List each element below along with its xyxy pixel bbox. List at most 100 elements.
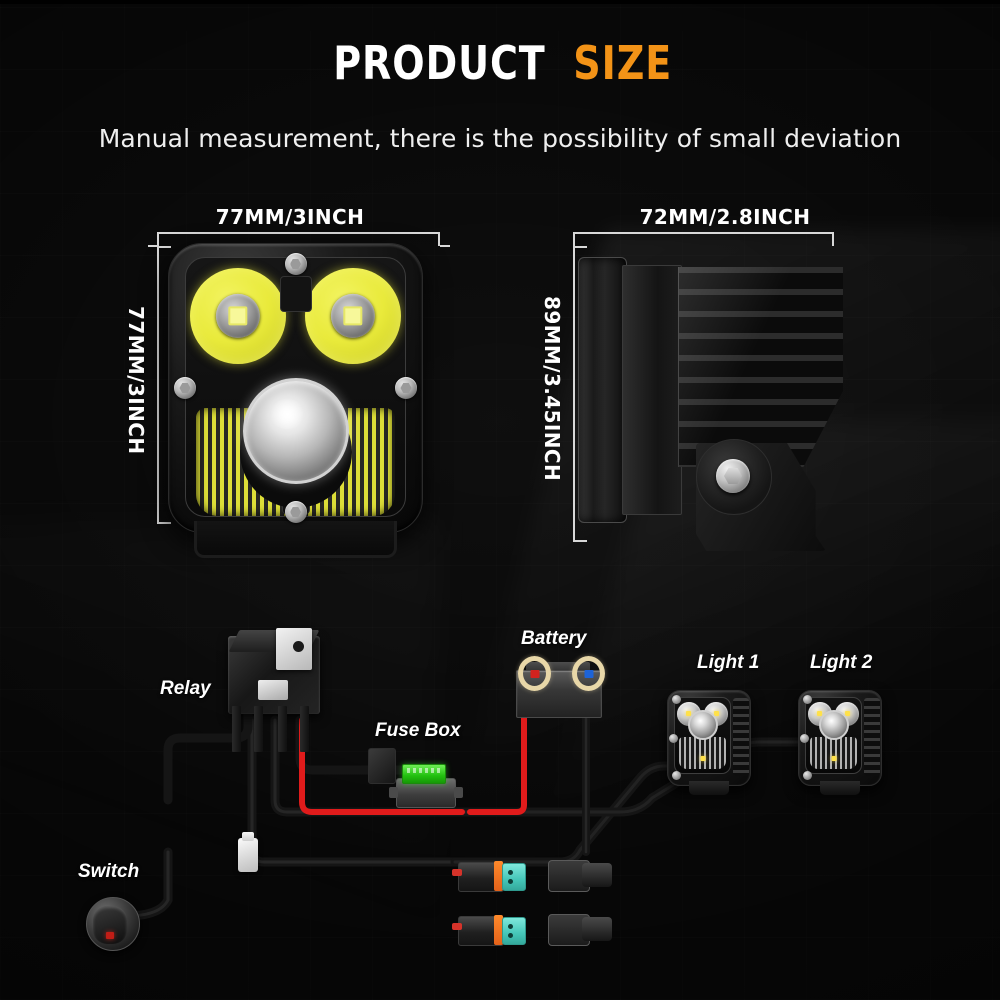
light2-chip-right [845, 711, 850, 716]
mount-bolt-right [395, 377, 417, 399]
light1-heatsink [733, 698, 749, 776]
light-unit-2 [798, 690, 882, 795]
light2-chip-left [817, 711, 822, 716]
light2-bolt-tl [803, 695, 812, 704]
dt-pin-hole-1b [508, 879, 513, 884]
light1-chip-right [714, 711, 719, 716]
dt-teal-seal-2 [502, 917, 526, 945]
dt-connector-female-2 [548, 914, 612, 946]
dt-wedge-lock-1 [494, 861, 503, 891]
terminal-positive-marker [530, 669, 539, 678]
led-center-tab-top [279, 276, 312, 312]
bracket-front-top-line [157, 232, 440, 234]
battery-component [510, 656, 606, 718]
bracket-front-top-left-ext [148, 245, 158, 247]
bracket-side-top-right-tick [832, 232, 834, 246]
dimension-front-height-label: 77MM/3INCH [124, 306, 148, 455]
switch-rocker [93, 906, 127, 944]
led-side-lens-face [578, 257, 627, 523]
bracket-front-top-left-tick [157, 232, 159, 246]
relay-component [228, 628, 336, 752]
ring-terminal-positive [518, 656, 551, 691]
light2-heatsink [864, 698, 880, 776]
relay-mount-tab [276, 628, 312, 670]
bracket-side-top-left-tick [573, 232, 575, 246]
dimension-side-height-label: 89MM/3.45INCH [540, 296, 564, 482]
bracket-front-top-right-ext [440, 245, 450, 247]
light1-bolt-bl [672, 771, 681, 780]
bracket-front-left-bot-tick [157, 522, 171, 524]
page-subtitle: Manual measurement, there is the possibi… [98, 124, 902, 153]
label-fuse-box: Fuse Box [375, 720, 461, 741]
relay-pin-4 [300, 706, 309, 752]
light1-bolt-tl [672, 695, 681, 704]
light1-mount-foot [689, 781, 729, 795]
light2-bolt-bl [803, 771, 812, 780]
light2-face [805, 697, 862, 774]
led-front-face [185, 257, 406, 517]
title-product: PRODUCT [333, 36, 546, 90]
led-chip-left [228, 306, 248, 326]
dt-female-backshell-2 [582, 917, 612, 941]
mount-bolt-left [174, 377, 196, 399]
led-light-side-view [578, 243, 846, 551]
relay-pin-3 [278, 706, 287, 752]
dimension-side-width-label: 72MM/2.8INCH [639, 205, 811, 229]
label-light-2: Light 2 [810, 652, 873, 673]
ring-terminal-negative [572, 656, 605, 691]
light2-projector [818, 710, 849, 740]
bracket-side-left-line [573, 246, 575, 542]
mount-bolt-top [284, 253, 307, 275]
light-unit-1 [667, 690, 751, 795]
light2-grill [810, 737, 857, 769]
fuse-box-cover-flap [368, 748, 396, 784]
dt-connector-female-1 [548, 860, 612, 892]
top-rule [0, 0, 1000, 4]
led-light-front-view [168, 243, 423, 558]
relay-pin-2 [254, 706, 263, 752]
light1-face [674, 697, 731, 774]
light1-chip-left [686, 711, 691, 716]
fuse-box-component [368, 748, 464, 810]
dt-teal-seal-1 [502, 863, 526, 891]
led-projector-lens [242, 378, 349, 484]
led-side-heatsink-fins [678, 267, 843, 467]
relay-terminal-tab [258, 680, 288, 700]
bracket-side-left-top-tick [573, 246, 587, 248]
dt-female-backshell-1 [582, 863, 612, 887]
bracket-side-left-bot-tick [573, 540, 587, 542]
led-chip-right [343, 306, 363, 326]
label-light-1: Light 1 [697, 652, 760, 673]
label-relay: Relay [160, 678, 211, 699]
light1-grill [679, 737, 726, 769]
dt-wedge-lock-2 [494, 915, 503, 945]
led-side-mount-bolt [716, 459, 750, 493]
white-inline-connector [238, 832, 258, 872]
terminal-negative-marker [584, 669, 593, 678]
light1-projector [687, 710, 718, 740]
switch-indicator-led [106, 932, 114, 939]
dt-connector-male-1 [452, 861, 526, 892]
blade-fuse [402, 764, 446, 784]
title-size: SIZE [573, 36, 672, 90]
light2-chip-lower [831, 756, 836, 761]
led-lens-right [305, 268, 401, 364]
led-side-midsection [622, 265, 682, 515]
dimension-front-width-label: 77MM/3INCH [215, 205, 365, 229]
dt-pin-hole-2a [508, 924, 513, 929]
dt-connector-male-2 [452, 915, 526, 946]
bracket-front-top-right-tick [438, 232, 440, 246]
bracket-front-left-top-tick [157, 246, 171, 248]
light1-chip-lower [700, 756, 705, 761]
switch-bezel [86, 897, 140, 951]
bracket-side-top-line [573, 232, 834, 234]
relay-pin-1 [232, 706, 241, 752]
label-battery: Battery [521, 628, 587, 649]
dt-pin-hole-1a [508, 870, 513, 875]
mount-bolt-bottom [284, 501, 307, 523]
light2-mount-foot [820, 781, 860, 795]
led-lens-left [190, 268, 286, 364]
led-front-mounting-bracket [194, 521, 397, 558]
